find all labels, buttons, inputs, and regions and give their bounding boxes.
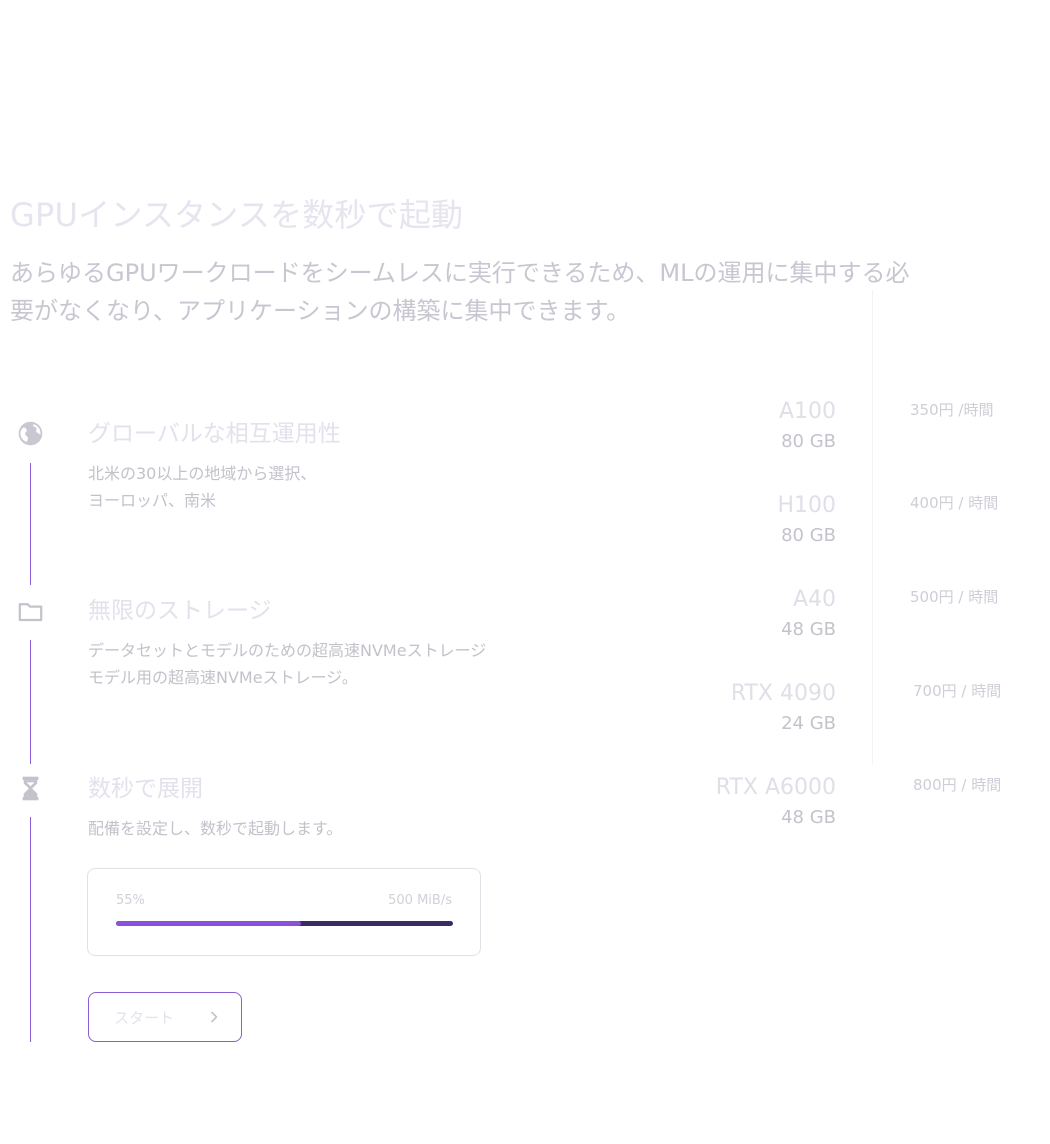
page-subtitle: あらゆるGPUワークロードをシームレスに実行できるため、MLの運用に集中する必 … bbox=[10, 254, 1010, 330]
subtitle-line: あらゆるGPUワークロードをシームレスに実行できるため、MLの運用に集中する必 bbox=[10, 259, 910, 287]
gpu-name: RTX A6000 bbox=[715, 775, 836, 800]
timeline-line bbox=[30, 817, 31, 1042]
gpu-price: 800円 / 時間 bbox=[913, 776, 1002, 794]
gpu-price: 500円 / 時間 bbox=[910, 588, 999, 606]
feature-description-line: 配備を設定し、数秒で起動します。 bbox=[88, 819, 343, 838]
gpu-price: 700円 / 時間 bbox=[913, 682, 1002, 700]
feature-description-line: モデル用の超高速NVMeストレージ。 bbox=[88, 668, 358, 687]
feature-description-line: 北米の30以上の地域から選択、 bbox=[88, 464, 317, 483]
gpu-name: A100 bbox=[778, 399, 836, 424]
gpu-memory: 48 GB bbox=[781, 619, 836, 640]
feature-description: 配備を設定し、数秒で起動します。 bbox=[88, 815, 342, 842]
feature-description: 北米の30以上の地域から選択、 ヨーロッパ、南米 bbox=[88, 460, 316, 514]
gpu-name: RTX 4090 bbox=[730, 681, 836, 706]
gpu-memory: 24 GB bbox=[781, 713, 836, 734]
start-button[interactable]: スタート bbox=[88, 992, 242, 1042]
progress-speed: 500 MiB/s bbox=[388, 893, 452, 908]
feature-title: 無限のストレージ bbox=[88, 598, 272, 624]
gpu-memory: 80 GB bbox=[781, 525, 836, 546]
feature-title: 数秒で展開 bbox=[88, 776, 203, 802]
hourglass-icon bbox=[22, 776, 39, 801]
download-progress-card: 55% 500 MiB/s bbox=[87, 868, 481, 956]
folder-icon bbox=[18, 603, 43, 622]
divider bbox=[872, 290, 873, 765]
gpu-price: 400円 / 時間 bbox=[910, 494, 999, 512]
gpu-memory: 48 GB bbox=[781, 807, 836, 828]
timeline-line bbox=[30, 640, 31, 764]
start-button-label: スタート bbox=[114, 1010, 175, 1027]
progress-bar-fill bbox=[116, 921, 302, 926]
timeline-line bbox=[30, 463, 31, 585]
feature-description-line: データセットとモデルのための超高速NVMeストレージ bbox=[88, 641, 487, 660]
gpu-name: H100 bbox=[777, 493, 836, 518]
globe-icon bbox=[18, 421, 43, 446]
feature-description-line: ヨーロッパ、南米 bbox=[88, 491, 217, 510]
page-title: GPUインスタンスを数秒で起動 bbox=[10, 196, 464, 234]
subtitle-line: 要がなくなり、アプリケーションの構築に集中できます。 bbox=[10, 297, 631, 325]
chevron-right-icon bbox=[211, 1011, 218, 1023]
gpu-price: 350円 /時間 bbox=[910, 401, 994, 419]
feature-description: データセットとモデルのための超高速NVMeストレージ モデル用の超高速NVMeス… bbox=[88, 637, 486, 691]
gpu-memory: 80 GB bbox=[781, 431, 836, 452]
gpu-name: A40 bbox=[792, 587, 836, 612]
progress-bar bbox=[116, 921, 453, 926]
feature-title: グローバルな相互運用性 bbox=[88, 421, 341, 447]
progress-percent: 55% bbox=[116, 893, 145, 908]
